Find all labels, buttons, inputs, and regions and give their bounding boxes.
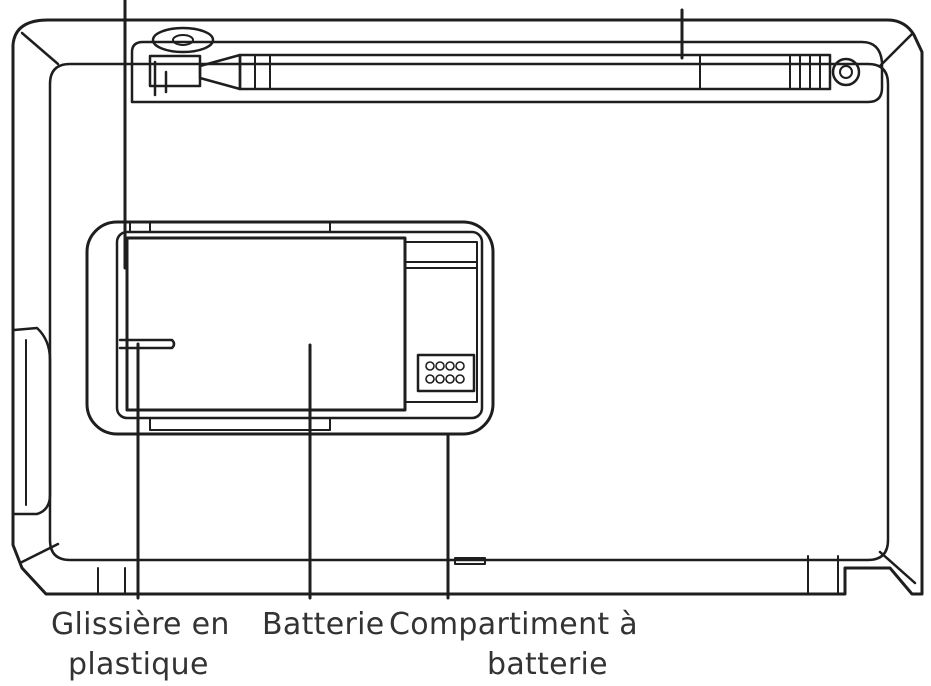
battery-connector [416,353,476,393]
label-battery-compartment-line-1: Compartiment à [389,607,638,642]
battery-compartment [85,220,495,436]
plastic-slide [118,338,176,350]
label-plastic-slide-line-2: plastique [68,647,209,682]
telescopic-antenna [130,26,884,104]
label-battery-compartment-line-2: batterie [487,647,608,682]
label-battery: Batterie [262,607,385,642]
label-plastic-slide-line-1: Glissière en [51,607,230,642]
battery-pack [125,236,407,419]
device-housing [11,18,924,596]
